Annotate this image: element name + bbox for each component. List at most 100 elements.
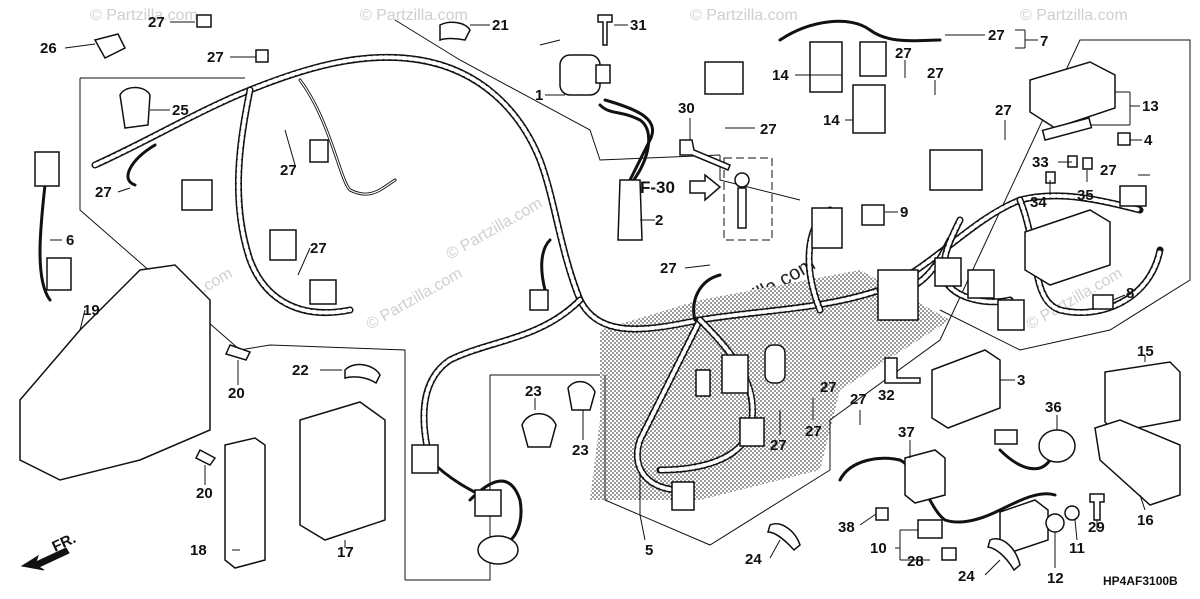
watermark: © Partzilla.com bbox=[360, 7, 468, 24]
nut-part-11 bbox=[1064, 505, 1080, 521]
plug-cap-part-2 bbox=[617, 179, 643, 241]
callout-27: 27 bbox=[988, 27, 1005, 44]
direction-label: FR. bbox=[50, 530, 79, 556]
direction-indicator: FR. bbox=[20, 530, 79, 571]
clip-part bbox=[255, 49, 269, 63]
ref-arrow bbox=[689, 173, 722, 202]
sensor-part-5 bbox=[477, 535, 519, 565]
connector-part bbox=[181, 179, 213, 211]
callout-3: 3 bbox=[1017, 372, 1025, 389]
ignition-coil-part-1 bbox=[559, 54, 601, 96]
ignition-coil-terminal bbox=[595, 64, 611, 84]
clamp-part-23 bbox=[567, 380, 596, 411]
connector-part bbox=[309, 139, 329, 163]
bolt-part-30 bbox=[679, 139, 731, 171]
callout-30: 30 bbox=[678, 100, 695, 117]
watermark: © Partzilla.com bbox=[1020, 7, 1128, 24]
fuse-box-part-13 bbox=[1029, 61, 1116, 129]
callout-2: 2 bbox=[655, 212, 663, 229]
watermark: © Partzilla.com bbox=[90, 7, 198, 24]
watermark: © Partzilla.com bbox=[690, 7, 798, 24]
clamp-part-26 bbox=[93, 33, 127, 59]
callout-35: 35 bbox=[1077, 187, 1094, 204]
callout-18: 18 bbox=[190, 542, 207, 559]
bolt-part-38 bbox=[875, 507, 889, 521]
connector-part bbox=[1119, 185, 1147, 207]
callout-21: 21 bbox=[492, 17, 509, 34]
callout-31: 31 bbox=[630, 17, 647, 34]
connector-part bbox=[529, 289, 549, 311]
relay-part-14 bbox=[852, 84, 886, 134]
callout-5: 5 bbox=[645, 542, 653, 559]
fuse-box-lower bbox=[1024, 209, 1111, 286]
connector-part bbox=[411, 444, 439, 474]
callout-29: 29 bbox=[1088, 519, 1105, 536]
connector-part bbox=[967, 269, 995, 299]
connector-part bbox=[934, 257, 962, 287]
callout-17: 17 bbox=[337, 544, 354, 561]
connector-part bbox=[859, 41, 887, 77]
callout-13: 13 bbox=[1142, 98, 1159, 115]
watermark: © Partzilla.com bbox=[364, 265, 466, 334]
fuse-part-35 bbox=[1082, 157, 1093, 170]
ecu-bracket-part-16 bbox=[1094, 419, 1181, 506]
connector-part-6 bbox=[34, 151, 60, 187]
callout-15: 15 bbox=[1137, 343, 1154, 360]
callout-23: 23 bbox=[572, 442, 589, 459]
callout-20: 20 bbox=[228, 385, 245, 402]
callout-9: 9 bbox=[900, 204, 908, 221]
callout-14: 14 bbox=[823, 112, 840, 129]
connector-part bbox=[671, 481, 695, 511]
callout-1: 1 bbox=[535, 87, 543, 104]
callout-20: 20 bbox=[196, 485, 213, 502]
callout-27: 27 bbox=[1100, 162, 1117, 179]
bolt-part-20 bbox=[224, 344, 252, 361]
connector-part bbox=[929, 149, 983, 191]
direction-arrow-icon bbox=[20, 547, 70, 571]
diagram-code: HP4AF3100B bbox=[1103, 574, 1178, 588]
callout-27: 27 bbox=[927, 65, 944, 82]
callout-27: 27 bbox=[148, 14, 165, 31]
clip-part bbox=[196, 14, 212, 28]
clip-part-28 bbox=[941, 547, 957, 561]
band-part-24 bbox=[987, 538, 1021, 572]
cover-part-19 bbox=[19, 264, 211, 481]
connector-part bbox=[739, 417, 765, 447]
callout-36: 36 bbox=[1045, 399, 1062, 416]
callout-19: 19 bbox=[83, 302, 100, 319]
connector-part-9 bbox=[861, 204, 885, 226]
wires bbox=[38, 19, 1057, 547]
connector-part bbox=[721, 354, 749, 394]
fuse-part-4 bbox=[1117, 132, 1131, 146]
callout-27: 27 bbox=[760, 121, 777, 138]
callout-11: 11 bbox=[1069, 540, 1085, 557]
fuse-box-label bbox=[1041, 117, 1093, 141]
module-part-17 bbox=[299, 401, 386, 541]
callout-27: 27 bbox=[850, 391, 867, 408]
callout-25: 25 bbox=[172, 102, 189, 119]
band-part-24 bbox=[767, 523, 801, 552]
callout-7: 7 bbox=[1040, 33, 1048, 50]
callout-27: 27 bbox=[95, 184, 112, 201]
ecu-part-15 bbox=[1104, 361, 1181, 433]
sensor-part-36 bbox=[1038, 429, 1076, 463]
regulator-part-37 bbox=[904, 449, 946, 504]
callout-27: 27 bbox=[995, 102, 1012, 119]
callout-16: 16 bbox=[1137, 512, 1154, 529]
callout-27: 27 bbox=[280, 162, 297, 179]
callout-34: 34 bbox=[1030, 194, 1047, 211]
connector-part-6 bbox=[46, 257, 72, 291]
sensor-connector bbox=[994, 429, 1018, 445]
control-unit-part-3 bbox=[931, 349, 1001, 429]
callout-27: 27 bbox=[770, 437, 787, 454]
connector-part bbox=[764, 344, 786, 384]
outline-boxes bbox=[79, 19, 1191, 581]
watermark: © Partzilla.com bbox=[444, 195, 546, 264]
callout-27: 27 bbox=[207, 49, 224, 66]
callout-38: 38 bbox=[838, 519, 855, 536]
bolt-part-31 bbox=[597, 14, 613, 46]
band-part-22 bbox=[344, 363, 381, 385]
callout-8: 8 bbox=[1126, 285, 1134, 302]
shaded-region bbox=[590, 270, 950, 500]
